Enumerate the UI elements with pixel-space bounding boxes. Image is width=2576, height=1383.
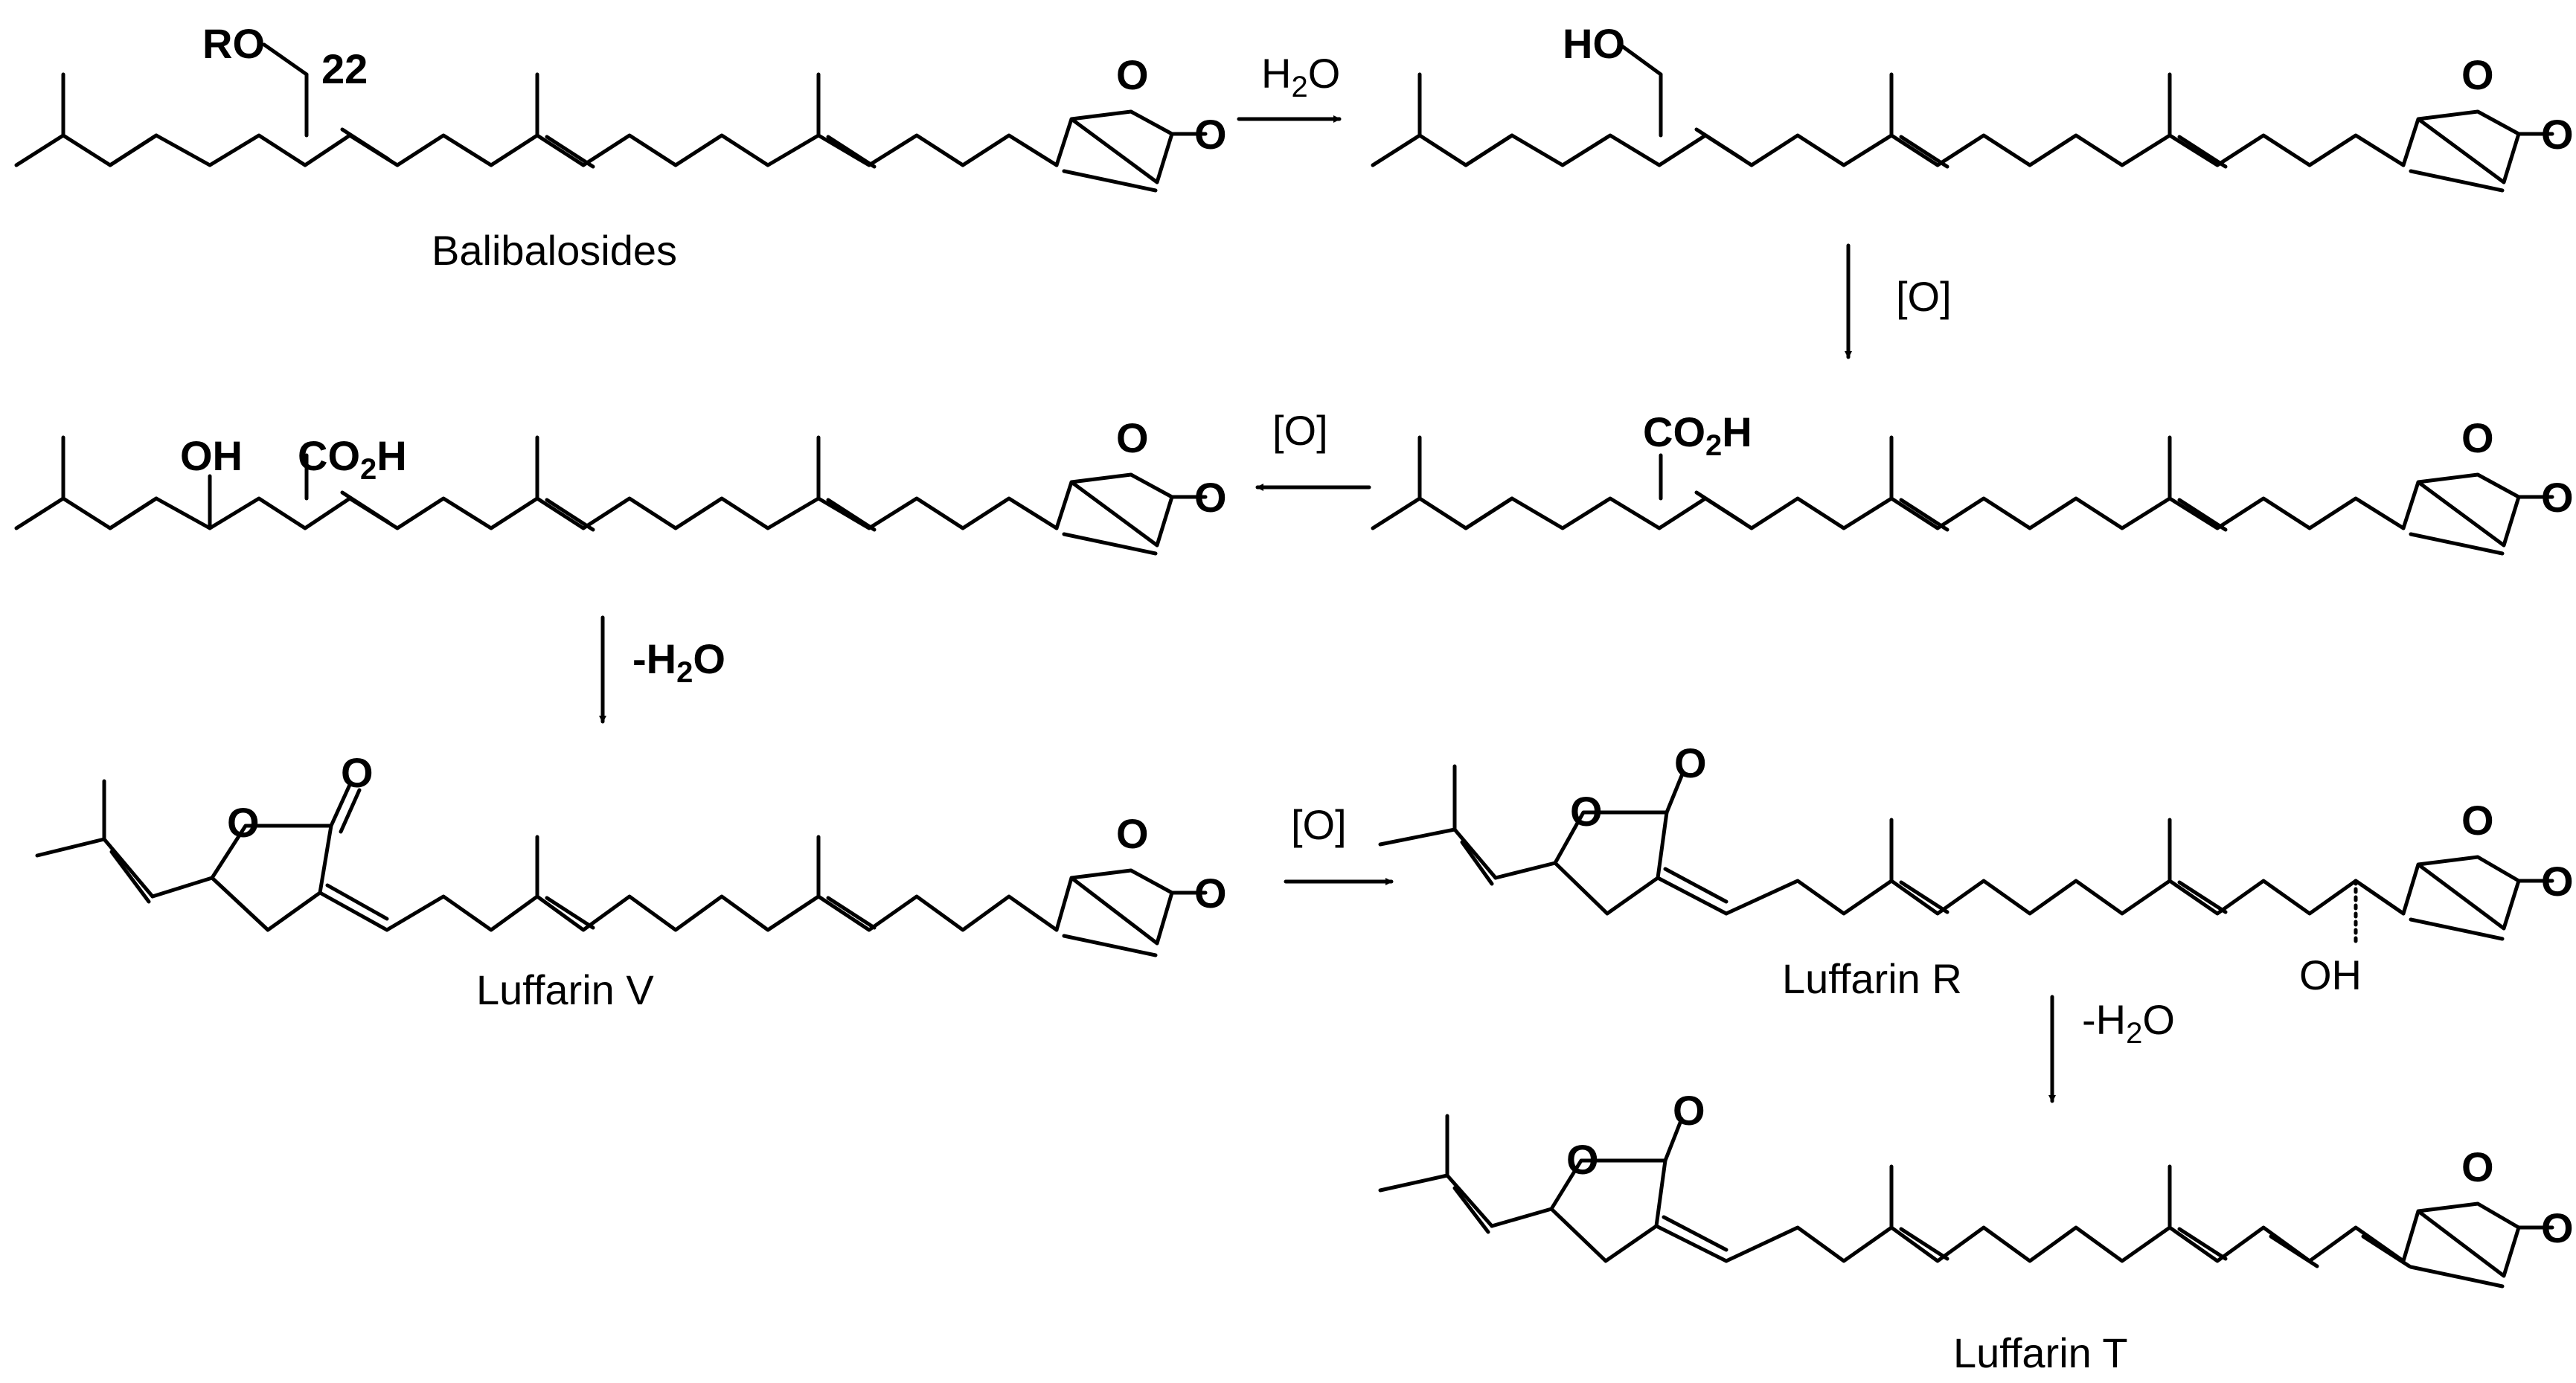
balibalosides-locant-22: 22 [321,45,368,92]
compound-intermediate-3: OH CO2H O O [14,414,1227,556]
reagent-oxidation-3: [O] [1291,801,1347,848]
intermediate-2-carbonyl-oxygen: O [2541,474,2574,521]
luffarin-r-label: Luffarin R [1782,955,1962,1002]
intermediate-2-ring-oxygen: O [2461,414,2494,461]
intermediate-3-ring-oxygen: O [1116,414,1149,461]
compound-balibalosides: RO 22 O O Balibalosides [14,20,1227,274]
compound-intermediate-1: HO O O [1371,20,2574,193]
step-oxidation-1: [O] [1845,243,1952,359]
compound-luffarin-v: O O O O Luffarin V [35,749,1227,1013]
step-oxidation-3: [O] [1284,801,1394,885]
step-hydrolysis: H2O [1237,50,1342,123]
luffarin-t-label: Luffarin T [1953,1329,2128,1376]
luffarin-v-ring-a-carbonyl-oxygen: O [341,749,374,796]
luffarin-t-ring-a-oxygen: O [1566,1136,1599,1183]
intermediate-3-skeleton [14,435,1208,556]
balibalosides-ring-oxygen: O [1116,51,1149,98]
luffarin-t-skeleton [1378,1114,2554,1289]
luffarin-r-ring-b-carbonyl-oxygen: O [2541,858,2574,905]
intermediate-3-carbonyl-oxygen: O [1194,474,1227,521]
balibalosides-skeleton [14,42,1208,193]
luffarin-r-ring-a-carbonyl-oxygen: O [1674,739,1707,786]
step-oxidation-2: [O] [1255,407,1371,491]
luffarin-t-ring-b-oxygen: O [2461,1143,2494,1190]
step-dehydration-1: -H2O [599,615,725,724]
compound-intermediate-2: CO2H O O [1371,408,2574,556]
intermediate-1-ring-oxygen: O [2461,51,2494,98]
balibalosides-label: Balibalosides [432,227,677,274]
luffarin-t-ring-a-carbonyl-oxygen: O [1673,1087,1705,1134]
balibalosides-ro-group: RO [202,20,265,67]
luffarin-v-ring-a-oxygen: O [227,799,260,846]
luffarin-v-ring-b-carbonyl-oxygen: O [1194,870,1227,917]
balibalosides-carbonyl-oxygen: O [1194,111,1227,158]
reagent-dehydration-1: -H2O [632,635,725,689]
luffarin-t-ring-b-carbonyl-oxygen: O [2541,1204,2574,1251]
luffarin-r-skeleton [1378,764,2554,943]
intermediate-1-skeleton [1371,44,2554,193]
intermediate-1-carbonyl-oxygen: O [2541,111,2574,158]
reagent-dehydration-2: -H2O [2082,996,2175,1050]
intermediate-1-hydroxyl: HO [1563,20,1625,67]
luffarin-v-label: Luffarin V [476,966,654,1013]
luffarin-r-hydroxyl: OH [2299,952,2362,998]
reagent-oxidation-2: [O] [1272,407,1328,454]
compound-luffarin-t: O O O O Luffarin T [1378,1087,2574,1376]
compound-luffarin-r: O O O O OH Luffarin R [1378,739,2574,1002]
luffarin-v-ring-b-oxygen: O [1116,810,1149,857]
luffarin-r-ring-a-oxygen: O [1570,788,1603,835]
intermediate-2-carboxylic-acid: CO2H [1643,408,1752,462]
intermediate-3-hydroxyl: OH [180,432,243,479]
reagent-oxidation-1: [O] [1896,273,1952,320]
intermediate-3-carboxylic-acid: CO2H [298,432,407,486]
reagent-hydrolysis: H2O [1261,50,1340,103]
step-dehydration-2: -H2O [2048,995,2175,1103]
luffarin-r-ring-b-oxygen: O [2461,797,2494,844]
luffarin-v-skeleton [35,779,1208,957]
intermediate-2-skeleton [1371,435,2554,556]
